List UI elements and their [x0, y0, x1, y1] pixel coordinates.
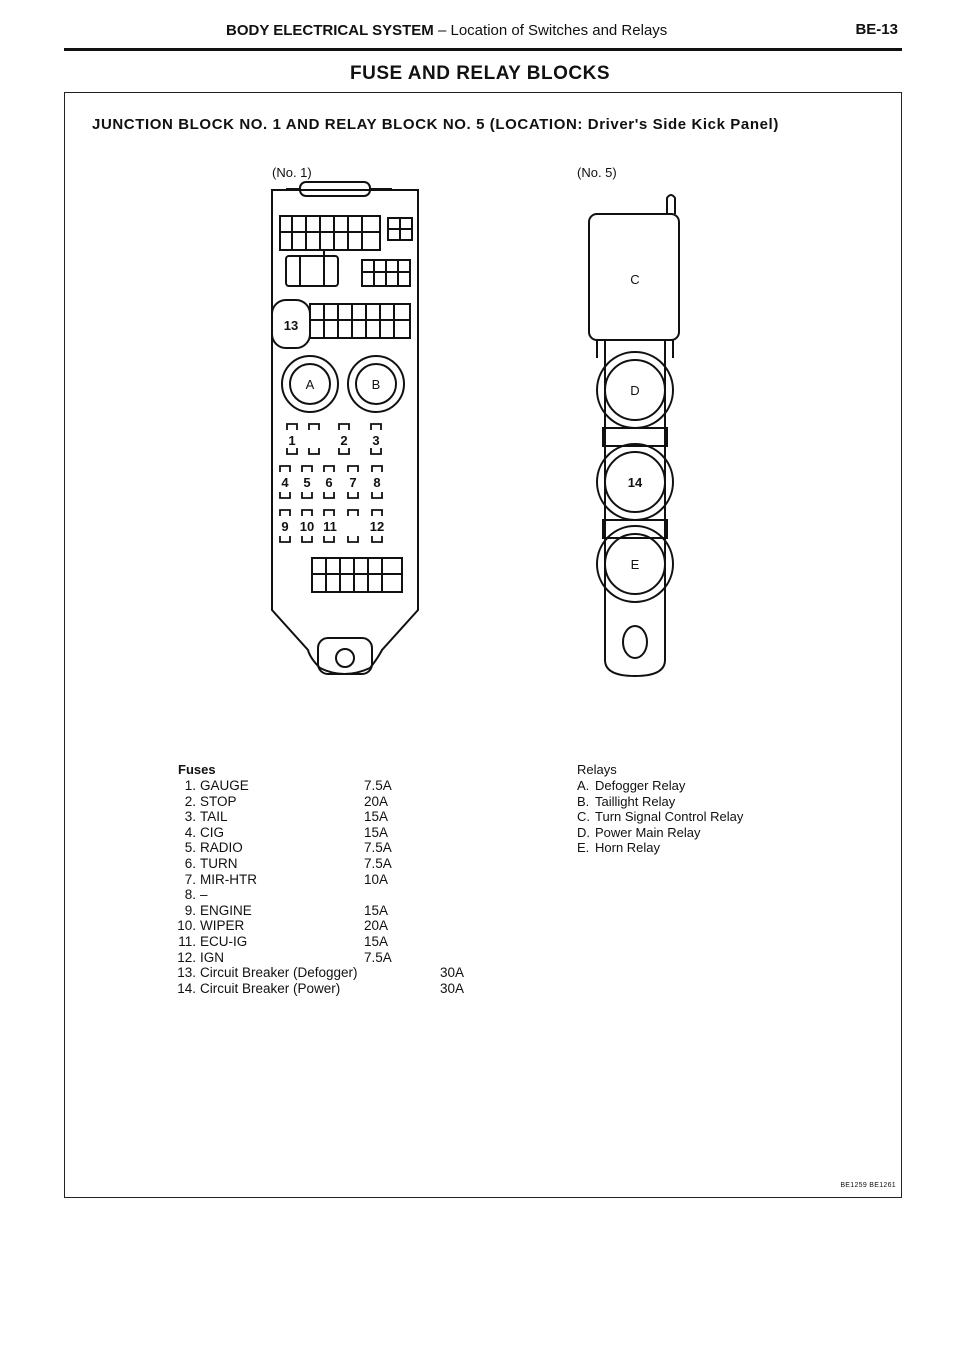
fuse-number: 7.: [184, 871, 196, 887]
fuse-number: 5.: [184, 840, 196, 856]
fuse-name: Circuit Breaker (Power): [200, 980, 341, 996]
relay-block-label: (No. 5): [577, 165, 617, 180]
circuit-breaker-13: [271, 299, 311, 349]
circuit-breaker-13-label: 13: [284, 318, 298, 333]
fuse-11-label: 11: [323, 519, 337, 534]
circuit-breaker-14-label: 14: [628, 475, 643, 490]
header-subsection: – Location of Switches and Relays: [437, 22, 668, 39]
relay-e-label: E: [631, 557, 640, 572]
fuse-name: MIR-HTR: [200, 871, 257, 887]
fuse-number: 3.: [184, 809, 196, 825]
fuse-4-label: 4: [281, 475, 289, 490]
fuse-number: 14.: [177, 980, 196, 996]
fuse-number: 1.: [184, 778, 196, 793]
fuse-2-label: 2: [340, 433, 347, 448]
junction-block-label: (No. 1): [272, 165, 312, 180]
fuse-number: 10.: [177, 918, 196, 934]
fuse-number: 11.: [178, 933, 196, 949]
relay-letter: B.: [577, 793, 590, 809]
relay-name: Defogger Relay: [595, 778, 686, 793]
fuse-rating: 20A: [364, 918, 389, 934]
figure-frame: [64, 92, 902, 1198]
fuse-rating: 15A: [364, 933, 389, 949]
fuse-rating: 15A: [364, 809, 389, 825]
relay-a: [281, 355, 339, 413]
junction-block-housing: [271, 189, 419, 675]
fuse-rating: 30A: [440, 980, 465, 996]
fuse-number: 9.: [184, 902, 196, 918]
fuse-name: ECU-IG: [200, 933, 248, 949]
fuse-number: 2.: [184, 793, 196, 809]
fuse-rating: 30A: [440, 965, 465, 981]
block-heading: JUNCTION BLOCK NO. 1 AND RELAY BLOCK NO.…: [92, 116, 779, 133]
fuse-rating: 7.5A: [364, 840, 392, 856]
relay-e: [596, 525, 674, 603]
fuse-rating: 10A: [364, 871, 389, 887]
fuse-1-label: 1: [288, 433, 295, 448]
fuse-name: TAIL: [200, 809, 228, 825]
fuse-name: TURN: [200, 855, 238, 871]
fuse-number: 12.: [177, 949, 196, 965]
fuse-number: 8.: [184, 887, 196, 903]
fuse-9-label: 9: [281, 519, 288, 534]
relay-b-label: B: [372, 377, 381, 392]
fuse-rating: 15A: [364, 824, 389, 840]
fuse-rating: 7.5A: [364, 778, 392, 793]
fuse-rating: 15A: [364, 902, 389, 918]
fuse-8-label: 8: [373, 475, 380, 490]
fuse-name: ENGINE: [200, 902, 252, 918]
fuse-number: 6.: [184, 855, 196, 871]
page-number: BE-13: [855, 21, 898, 38]
relay-letter: C.: [577, 809, 590, 825]
relays-title: Relays: [577, 762, 617, 777]
fuse-name: CIG: [200, 824, 225, 840]
block-heading-main: JUNCTION BLOCK NO. 1 AND RELAY BLOCK NO.…: [92, 116, 583, 133]
fuse-rating: 20A: [364, 793, 389, 809]
fuses-title: Fuses: [178, 762, 216, 777]
mounting-hole: [335, 648, 355, 668]
junction-block-diagram: 13 A B 1 2 3 4 5 6 7 8 9 10 11 12: [271, 181, 419, 675]
relay-name: Power Main Relay: [595, 824, 701, 840]
connector-mid-left: [285, 255, 339, 287]
relay-block-mounting-hole: [622, 625, 648, 659]
page-header: BODY ELECTRICAL SYSTEM – Location of Swi…: [64, 21, 902, 51]
page-title: FUSE AND RELAY BLOCKS: [350, 63, 610, 84]
header-section-title: BODY ELECTRICAL SYSTEM: [226, 22, 434, 39]
fuse-number: 13.: [177, 965, 196, 981]
fuse-name: STOP: [200, 793, 237, 809]
figure-code: BE1259 BE1261: [840, 1182, 896, 1189]
fuse-name: WIPER: [200, 918, 245, 934]
fuse-10-label: 10: [300, 519, 314, 534]
relay-name: Turn Signal Control Relay: [595, 809, 744, 825]
relay-c-label: C: [630, 272, 639, 287]
fuse-name: RADIO: [200, 840, 243, 856]
fuse-12-label: 12: [370, 519, 384, 534]
relay-block-diagram: C D 14 E: [588, 194, 680, 678]
fuse-rating: 7.5A: [364, 855, 392, 871]
relay-b: [347, 355, 405, 413]
fuse-6-label: 6: [325, 475, 332, 490]
relay-a-label: A: [306, 377, 315, 392]
fuse-name: –: [200, 887, 208, 903]
fuse-5-label: 5: [303, 475, 310, 490]
fuse-3-label: 3: [372, 433, 379, 448]
block-heading-location: Driver's Side Kick Panel): [587, 116, 779, 133]
fuse-name: Circuit Breaker (Defogger): [200, 965, 358, 981]
relay-letter: D.: [577, 824, 590, 840]
fuse-number: 4.: [184, 824, 196, 840]
relay-d-label: D: [630, 383, 639, 398]
fuse-rating: 7.5A: [364, 949, 392, 965]
fuse-7-label: 7: [349, 475, 356, 490]
fuse-name: IGN: [200, 949, 225, 965]
relay-letter: A.: [577, 778, 590, 793]
relay-name: Horn Relay: [595, 840, 661, 856]
relay-letter: E.: [577, 840, 590, 856]
fuse-name: GAUGE: [200, 778, 249, 793]
relay-name: Taillight Relay: [595, 793, 676, 809]
header-section: BODY ELECTRICAL SYSTEM – Location of Swi…: [226, 22, 667, 39]
